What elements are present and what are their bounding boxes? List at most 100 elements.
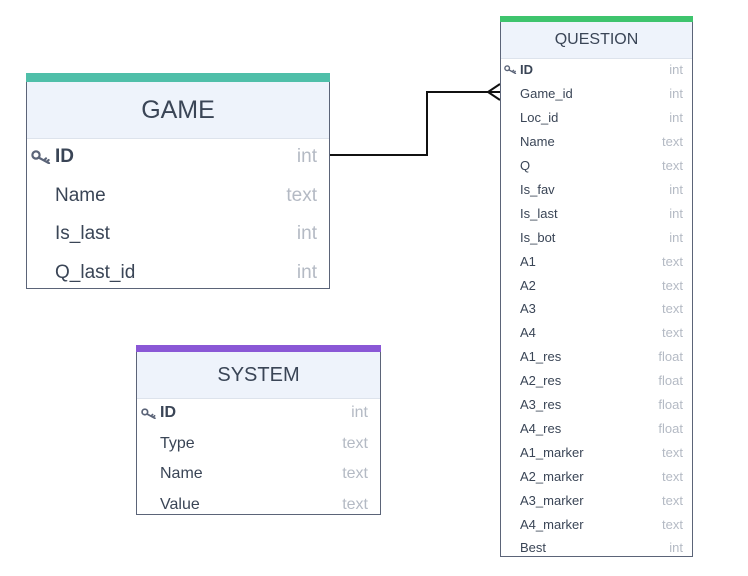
field-row[interactable]: Value text xyxy=(137,490,380,521)
field-row[interactable]: A4_res float xyxy=(501,417,692,441)
field-type: float xyxy=(658,349,683,365)
crows-foot-icon xyxy=(486,83,501,101)
key-icon xyxy=(31,150,53,165)
field-name: A1 xyxy=(520,253,536,269)
field-row[interactable]: A2_marker text xyxy=(501,464,692,488)
field-type: text xyxy=(342,434,368,452)
field-type: int xyxy=(669,181,683,197)
table-header: SYSTEM xyxy=(137,352,380,399)
field-row[interactable]: A4_marker text xyxy=(501,512,692,536)
field-row[interactable]: Is_last int xyxy=(27,215,329,254)
field-type: int xyxy=(669,110,683,126)
field-row[interactable]: Name text xyxy=(137,459,380,490)
field-name: ID xyxy=(160,404,176,422)
field-type: int xyxy=(296,146,317,168)
table-title: QUESTION xyxy=(554,31,639,48)
field-name: A1_res xyxy=(520,349,562,365)
field-row[interactable]: Loc_id int xyxy=(501,106,692,130)
field-name: A3_res xyxy=(520,397,562,413)
field-name: A2_res xyxy=(520,373,562,389)
field-name: A1_marker xyxy=(520,444,584,460)
field-name: Game_id xyxy=(520,86,573,102)
field-name: ID xyxy=(55,146,74,168)
field-name: A4_marker xyxy=(520,516,584,532)
field-type: text xyxy=(662,301,683,317)
field-type: int xyxy=(669,62,683,78)
field-type: float xyxy=(658,420,683,436)
field-row[interactable]: A1_marker text xyxy=(501,440,692,464)
field-name: A4_res xyxy=(520,420,562,436)
field-row[interactable]: A1_res float xyxy=(501,345,692,369)
key-icon xyxy=(141,408,158,419)
field-type: text xyxy=(342,465,368,483)
field-type: int xyxy=(669,229,683,245)
field-row[interactable]: A3_res float xyxy=(501,393,692,417)
field-type: text xyxy=(662,516,683,532)
relationship-line xyxy=(330,91,500,156)
field-row[interactable]: ID int xyxy=(27,138,329,177)
field-type: text xyxy=(662,253,683,269)
field-type: text xyxy=(662,468,683,484)
field-row[interactable]: Type text xyxy=(137,429,380,460)
field-name: Value xyxy=(160,495,200,513)
table-title: SYSTEM xyxy=(217,363,300,386)
table-header: GAME xyxy=(27,82,329,139)
field-name: Type xyxy=(160,434,195,452)
field-row[interactable]: A2_res float xyxy=(501,369,692,393)
field-row[interactable]: ID int xyxy=(137,398,380,429)
field-row[interactable]: Name text xyxy=(501,130,692,154)
field-row[interactable]: ID int xyxy=(501,58,692,82)
field-name: Q xyxy=(520,158,531,174)
field-row[interactable]: Name text xyxy=(27,177,329,216)
field-row[interactable]: Is_fav int xyxy=(501,178,692,202)
table-accent-bar xyxy=(500,16,693,22)
field-name: ID xyxy=(520,62,533,78)
field-row[interactable]: A3 text xyxy=(501,297,692,321)
field-name: Is_fav xyxy=(520,181,555,197)
field-type: text xyxy=(662,444,683,460)
field-name: Name xyxy=(55,184,106,206)
field-type: text xyxy=(662,277,683,293)
table-accent-bar xyxy=(26,73,330,82)
field-type: int xyxy=(669,86,683,102)
field-type: int xyxy=(296,223,317,245)
field-name: Name xyxy=(520,134,555,150)
field-row[interactable]: Game_id int xyxy=(501,82,692,106)
field-name: A3_marker xyxy=(520,492,584,508)
field-row[interactable]: Is_bot int xyxy=(501,225,692,249)
field-name: Best xyxy=(520,540,547,556)
field-name: Is_bot xyxy=(520,229,556,245)
table-accent-bar xyxy=(136,345,381,352)
field-name: Is_last xyxy=(520,205,558,221)
field-type: text xyxy=(662,134,683,150)
field-type: text xyxy=(662,492,683,508)
field-name: A2_marker xyxy=(520,468,584,484)
field-name: Loc_id xyxy=(520,110,559,126)
field-row[interactable]: A2 text xyxy=(501,273,692,297)
field-type: text xyxy=(286,184,317,206)
field-type: int xyxy=(351,404,368,422)
field-type: text xyxy=(662,158,683,174)
field-name: A2 xyxy=(520,277,536,293)
key-icon xyxy=(504,65,518,75)
table-header: QUESTION xyxy=(501,22,692,59)
field-name: A3 xyxy=(520,301,536,317)
field-name: Q_last_id xyxy=(55,261,136,283)
field-row[interactable]: A1 text xyxy=(501,249,692,273)
table-title: GAME xyxy=(141,95,215,124)
field-name: Name xyxy=(160,465,203,483)
field-type: float xyxy=(658,397,683,413)
field-row[interactable]: A3_marker text xyxy=(501,488,692,512)
field-type: float xyxy=(658,373,683,389)
field-type: text xyxy=(342,495,368,513)
field-name: Is_last xyxy=(55,223,110,245)
